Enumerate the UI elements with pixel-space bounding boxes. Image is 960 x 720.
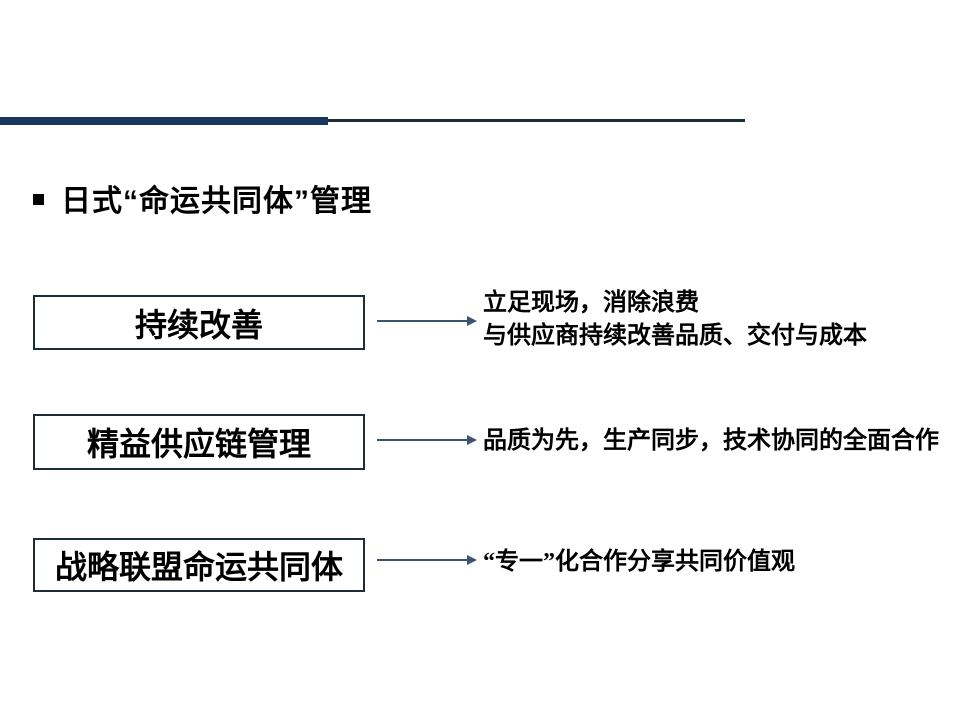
arrow-right-icon [377, 432, 477, 448]
flow-box-label: 持续改善 [134, 306, 263, 343]
arrow-line [377, 320, 467, 322]
description-continuous-improvement: 立足现场，消除浪费 与供应商持续改善品质、交付与成本 [483, 287, 867, 353]
flow-box-continuous-improvement: 持续改善 [33, 295, 365, 350]
description-lean-supply-chain: 品质为先，生产同步，技术协同的全面合作 [483, 425, 939, 458]
arrow-right-icon [377, 552, 477, 568]
title-bullet-icon [33, 194, 44, 205]
slide-title: 日式“命运共同体”管理 [61, 185, 372, 218]
arrow-right-icon [377, 313, 477, 329]
arrow-head [467, 435, 477, 445]
description-line: “专一”化合作分享共同价值观 [483, 549, 795, 575]
flow-box-lean-supply-chain: 精益供应链管理 [33, 414, 365, 470]
description-line: 品质为先，生产同步，技术协同的全面合作 [483, 428, 939, 454]
description-line: 立足现场，消除浪费 [483, 290, 699, 316]
arrow-line [377, 439, 467, 441]
flow-box-label: 战略联盟命运共同体 [54, 549, 343, 585]
arrow-head [467, 316, 477, 326]
header-divider-thick [0, 117, 328, 125]
arrow-head [467, 555, 477, 565]
arrow-line [377, 559, 467, 561]
header-divider-thin [328, 119, 745, 122]
flow-box-strategic-alliance: 战略联盟命运共同体 [33, 538, 365, 592]
flow-box-label: 精益供应链管理 [86, 426, 311, 462]
description-strategic-alliance: “专一”化合作分享共同价值观 [483, 546, 795, 579]
description-line: 与供应商持续改善品质、交付与成本 [483, 323, 867, 349]
